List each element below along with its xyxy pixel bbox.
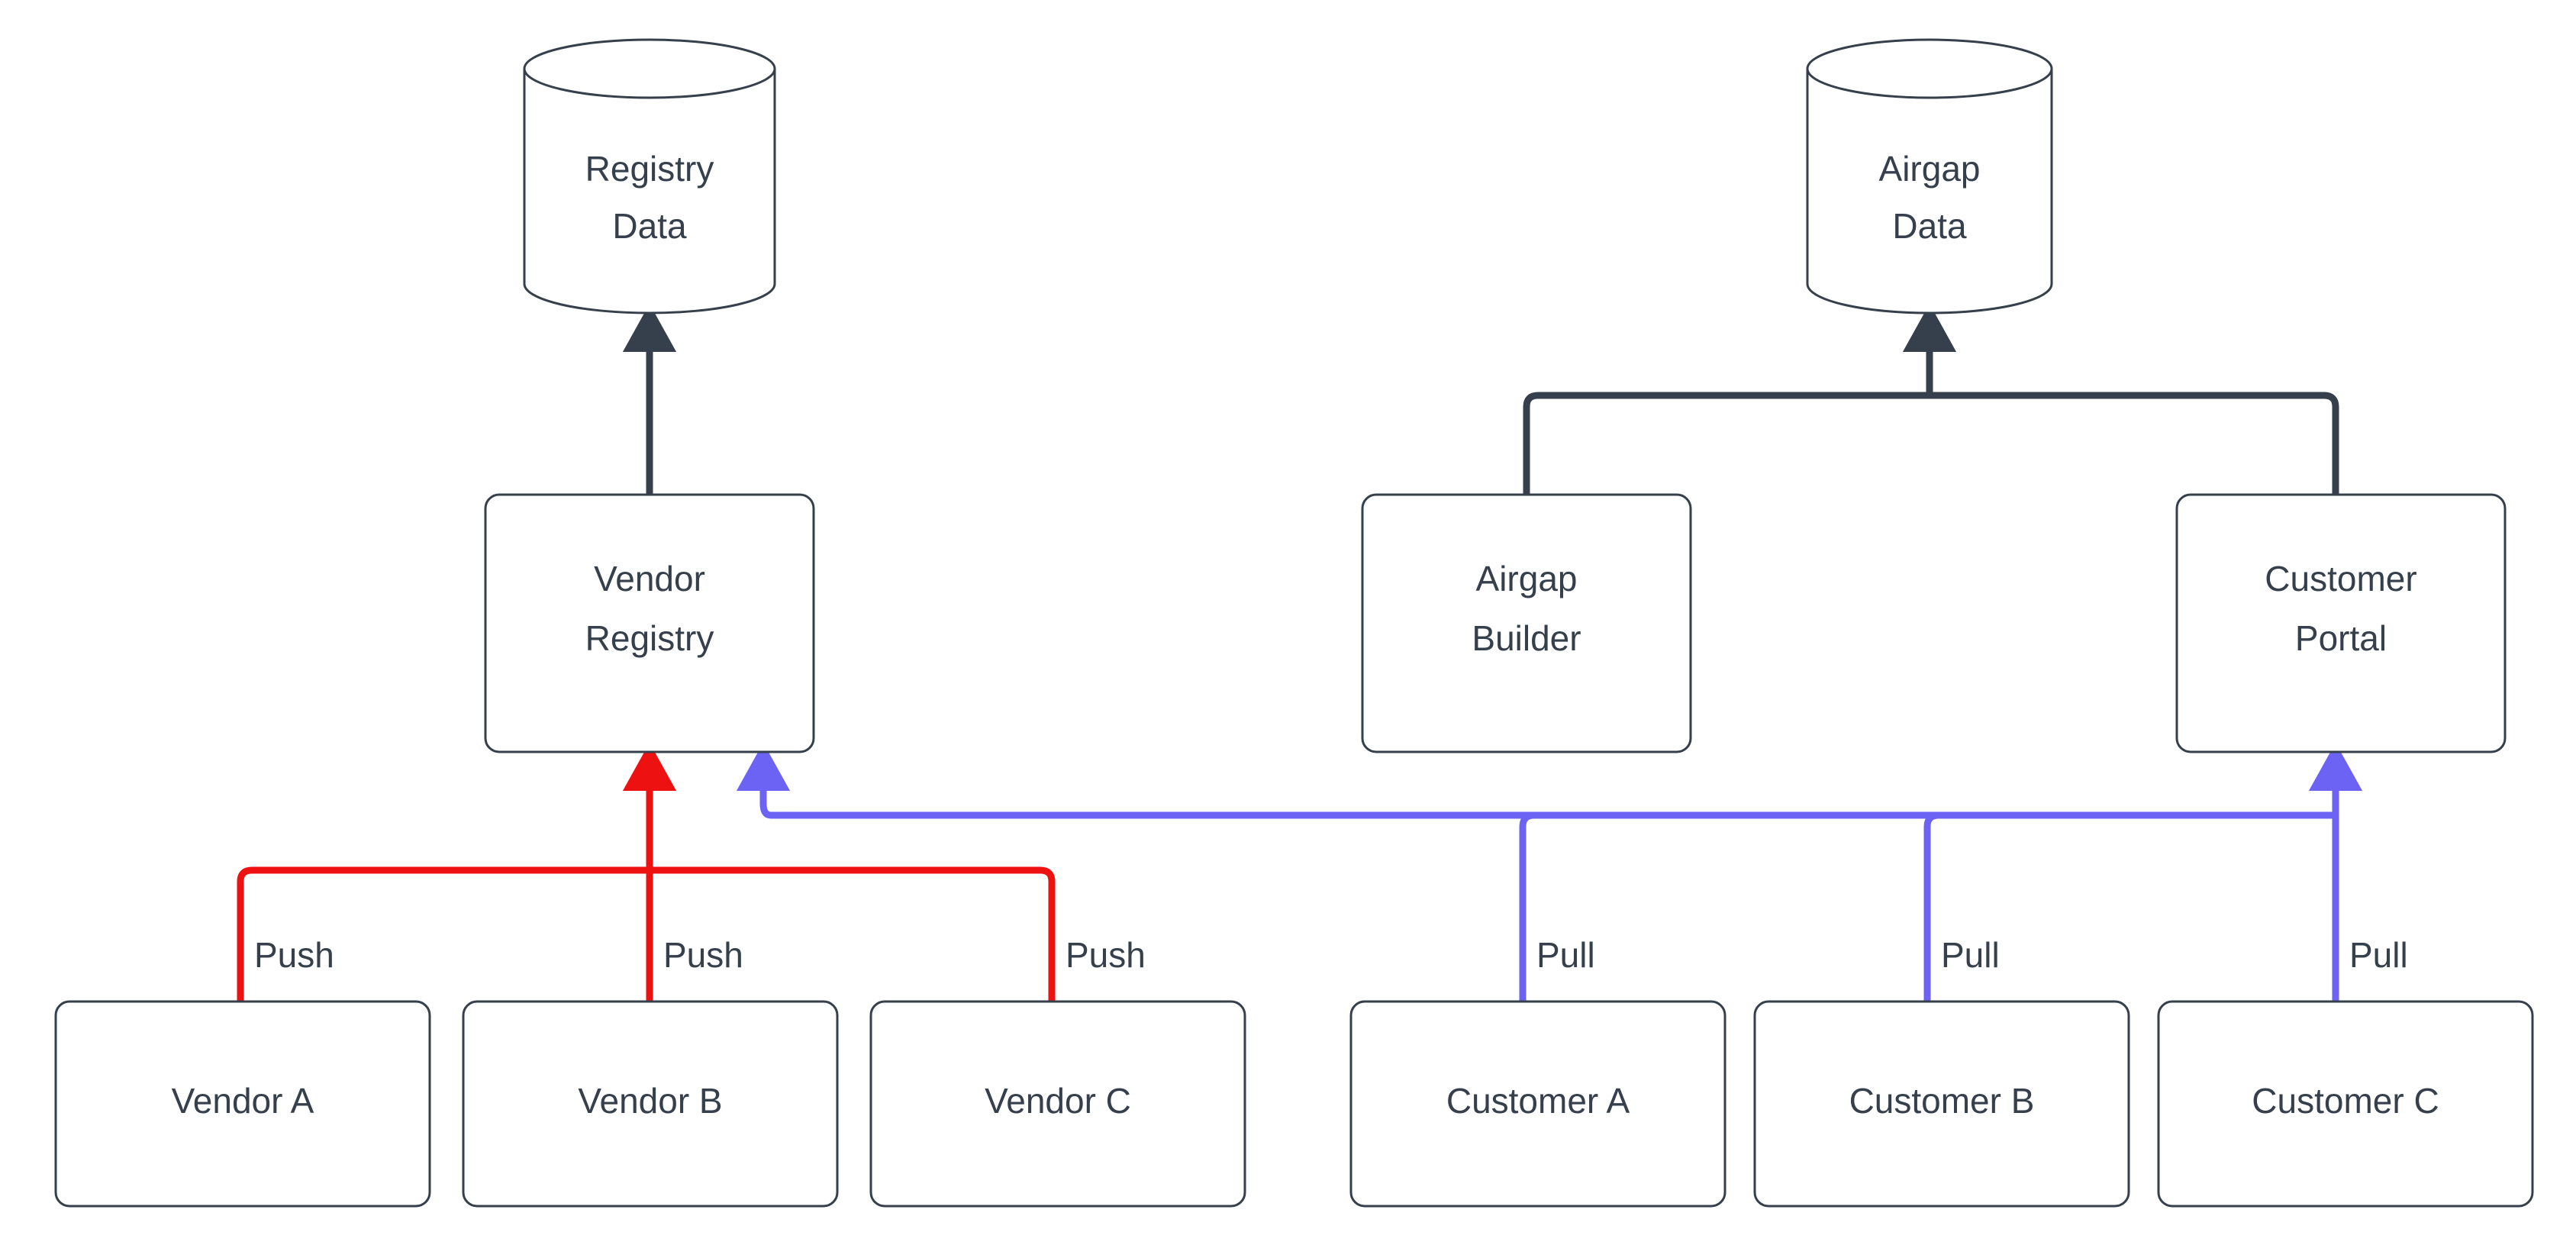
service-airgap-builder-line1: Airgap [1476,559,1578,598]
actor-customer-b-label: Customer B [1849,1081,2035,1121]
edge-customer-portal-to-airgap-data [1922,392,2339,495]
actor-customer-c[interactable]: Customer C [2157,1000,2534,1208]
actor-customer-a[interactable]: Customer A [1349,1000,1726,1208]
edge-customer-b-to-vendor-registry [1923,811,1939,1002]
datastore-registry-data[interactable]: Registry Data [523,38,776,314]
edge-label-push-a: Push [254,935,334,975]
edge-pull-bus [736,742,2336,819]
service-customer-portal[interactable]: Customer Portal [2175,493,2507,753]
actor-vendor-c-label: Vendor C [985,1081,1131,1121]
edge-label-pull-c: Pull [2349,935,2408,975]
datastore-airgap-data[interactable]: Airgap Data [1806,38,2053,314]
service-vendor-registry[interactable]: Vendor Registry [484,493,815,753]
service-airgap-builder[interactable]: Airgap Builder [1361,493,1692,753]
actor-vendor-a[interactable]: Vendor A [54,1000,431,1208]
actor-vendor-b[interactable]: Vendor B [462,1000,839,1208]
actor-vendor-a-label: Vendor A [172,1081,314,1121]
service-customer-portal-line2: Portal [2295,618,2387,658]
actor-customer-a-label: Customer A [1446,1081,1630,1121]
edge-airgap-builder-to-airgap-data [1523,392,1922,495]
actor-customer-b[interactable]: Customer B [1753,1000,2130,1208]
edge-label-push-b: Push [663,935,743,975]
actor-vendor-c[interactable]: Vendor C [869,1000,1246,1208]
edge-label-pull-a: Pull [1536,935,1595,975]
edge-customer-a-to-vendor-registry [1519,811,1535,1002]
datastore-airgap-data-line1: Airgap [1879,149,1981,189]
datastore-registry-data-line2: Data [612,206,687,246]
datastore-airgap-data-line2: Data [1892,206,1967,246]
service-customer-portal-line1: Customer [2265,559,2416,598]
actor-vendor-b-label: Vendor B [578,1081,722,1121]
service-vendor-registry-line1: Vendor [594,559,705,598]
datastore-registry-data-line1: Registry [585,149,714,189]
edge-label-pull-b: Pull [1941,935,2000,975]
service-vendor-registry-line2: Registry [585,618,714,658]
edge-label-push-c: Push [1066,935,1146,975]
actor-customer-c-label: Customer C [2252,1081,2439,1121]
service-airgap-builder-line2: Builder [1472,618,1581,658]
